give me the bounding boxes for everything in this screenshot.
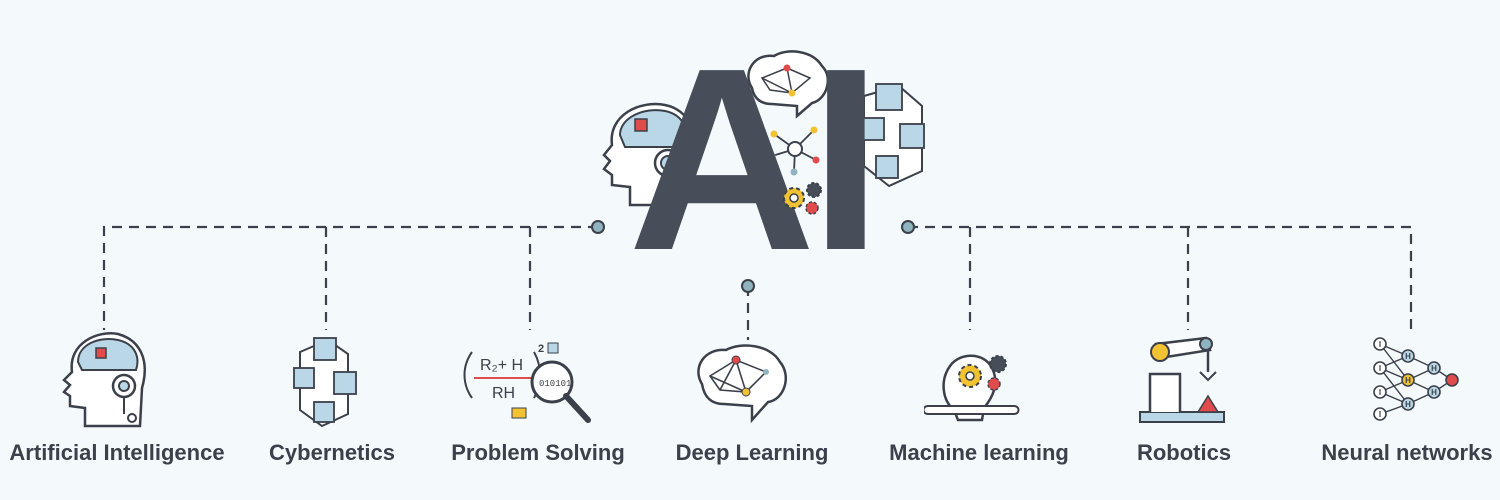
label-machine-learning: Machine learning (889, 440, 1069, 465)
hidden-node-label: H (1431, 388, 1437, 397)
ai-title: AI (628, 15, 882, 305)
neural-network-icon: I I I I H H H H H (1373, 337, 1459, 421)
input-node-label: I (1379, 388, 1381, 397)
connector-node-center (741, 279, 755, 293)
connector-node-left (591, 220, 605, 234)
input-node-label: I (1379, 410, 1381, 419)
hidden-node-label: H (1405, 376, 1411, 385)
robot-head-icon (62, 332, 146, 428)
robot-arm-icon (1139, 336, 1225, 423)
gears-icon (783, 182, 822, 215)
network-hub-icon (768, 126, 820, 176)
hidden-node-label: H (1405, 352, 1411, 361)
label-deep-learning: Deep Learning (675, 440, 829, 465)
brain-network-icon (697, 344, 787, 424)
label-robotics: Robotics (1136, 440, 1232, 465)
input-node-label: I (1379, 364, 1381, 373)
label-neural-networks: Neural networks (1321, 440, 1493, 465)
binary-digits: 010101 (539, 379, 571, 389)
label-artificial-intelligence: Artificial Intelligence (9, 440, 225, 465)
cubes-icon (293, 337, 357, 428)
connector-left (102, 225, 598, 330)
robot-head-icon (602, 102, 695, 207)
label-problem-solving: Problem Solving (451, 440, 625, 465)
brain-network-icon (747, 50, 830, 119)
hidden-node-label: H (1405, 400, 1411, 409)
connector-node-right (901, 220, 915, 234)
hidden-node-label: H (1431, 364, 1437, 373)
connector-right (908, 225, 1413, 330)
cubes-icon (861, 83, 925, 188)
input-node-label: I (1379, 340, 1381, 349)
magnifier-formula-icon: R₂+ H RH 2 010101 (463, 342, 591, 423)
lightbulb-gears-icon (924, 354, 1020, 422)
formula-exponent: 2 (538, 343, 544, 355)
label-cybernetics: Cybernetics (269, 440, 395, 465)
formula-numerator: R₂+ H (480, 357, 523, 374)
formula-denominator: RH (492, 385, 515, 402)
